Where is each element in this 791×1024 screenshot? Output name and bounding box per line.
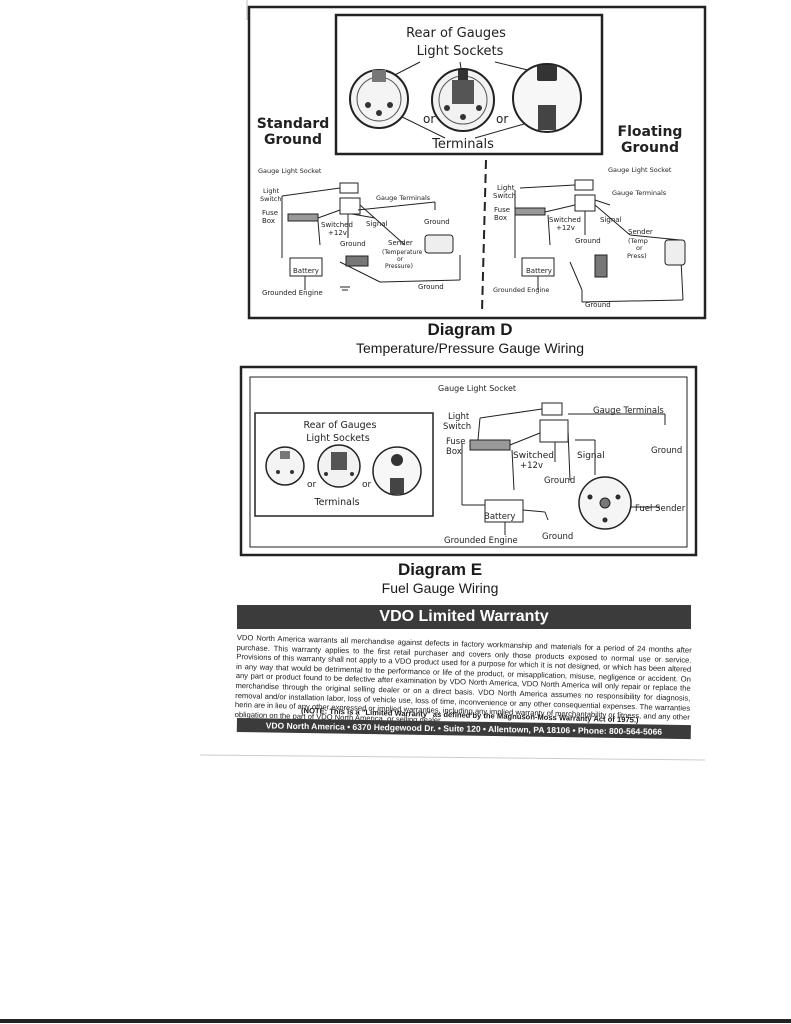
d-right-light-switch-1: Light [497,184,515,192]
d-right-grounded-engine: Grounded Engine [493,286,549,294]
d-left-labels: Gauge Light Socket Light Switch Fuse Box… [258,167,450,297]
e-gauge-3 [372,446,422,496]
d-left-grounded-engine: Grounded Engine [262,289,323,297]
d-left-fuse-box-2: Box [262,217,275,225]
diagram-e: Rear of Gauges Light Sockets or or Termi… [239,365,698,557]
d-gauge-1 [349,69,409,129]
e-gauge-light-socket: Gauge Light Socket [438,384,516,393]
d-or-2: or [496,112,508,126]
d-left-ground-bottom: Ground [418,283,444,291]
e-ground-mid: Ground [544,476,575,486]
e-light-switch-2: Switch [443,422,471,432]
diagram-d-gauge-box [334,13,604,156]
d-left-gauge-terminals: Gauge Terminals [376,194,431,202]
d-left-signal: Signal [366,220,388,228]
e-ground-bottom: Ground [542,532,573,542]
diagram-d-frame [247,5,707,320]
d-left-sender: Sender [388,239,413,247]
diagram-d-title: Diagram D [427,320,513,339]
e-wiring [461,402,666,535]
diagram-d-subtitle: Temperature/Pressure Gauge Wiring [356,340,584,356]
e-terminals: Terminals [313,497,359,508]
d-right-battery: Battery [526,267,552,275]
standard-ground-1: Standard [257,116,330,132]
d-left-gauge-light-socket: Gauge Light Socket [258,167,322,175]
d-gauge-3 [512,63,582,133]
e-gauge-1 [265,446,305,486]
e-light-sockets: Light Sockets [306,433,370,444]
d-right-gauge-terminals: Gauge Terminals [612,189,667,197]
d-right-sender-4: Press) [627,252,647,260]
d-left-light-switch-1: Light [263,187,280,195]
floating-ground-2: Ground [621,140,679,156]
d-gauge-2 [431,68,495,132]
diagram-e-inner-frame [249,376,688,548]
d-right-sender-2: (Temp [628,237,648,245]
diagram-d: Rear of Gauges Light Sockets or or Termi… [247,5,707,320]
d-right-fuse-box-1: Fuse [494,206,510,214]
d-left-sender-3: or [397,256,404,263]
e-grounded-engine: Grounded Engine [444,536,518,546]
d-right-labels: Gauge Light Socket Light Switch Fuse Box… [493,166,672,309]
d-right-ground-mid: Ground [575,237,601,245]
e-light-switch-1: Light [448,412,470,422]
d-left-switched-2: +12v [328,229,347,237]
d-right-wiring [514,179,686,303]
e-labels: Gauge Light Socket Light Switch Fuse Box… [438,384,686,546]
d-right-ground-bottom: Ground [585,301,611,309]
d-left-ground-mid: Ground [340,240,366,248]
d-left-wiring [281,182,461,291]
d-or-1: or [423,112,435,126]
e-signal: Signal [577,451,605,461]
d-right-sender-3: or [636,244,643,252]
d-right-fuse-box-2: Box [494,214,507,222]
floating-ground-1: Floating [618,124,683,140]
e-gauge-2 [317,444,361,488]
d-right-light-switch-2: Switch [493,192,516,200]
diagram-e-frame [239,365,698,557]
e-or-1: or [307,480,317,490]
d-left-switched-1: Switched [321,221,353,229]
d-left-battery: Battery [293,267,319,275]
d-left-sender-2: (Temperature [382,249,423,256]
e-rear-of-gauges: Rear of Gauges [304,420,377,431]
d-terminals: Terminals [431,137,494,152]
d-left-ground-right: Ground [424,218,450,226]
diagram-e-gauge-box [254,412,434,517]
diagram-e-title: Diagram E [397,560,483,579]
standard-ground-2: Ground [264,132,322,148]
e-switched-2: +12v [520,461,543,471]
d-right-switched-2: +12v [556,224,575,232]
e-switched-1: Switched [513,451,554,461]
e-or-2: or [362,480,372,490]
d-left-fuse-box-1: Fuse [262,209,278,217]
e-gauge-terminals: Gauge Terminals [593,406,664,416]
d-light-sockets: Light Sockets [417,44,504,59]
d-left-light-switch-2: Switch [260,195,282,203]
e-fuse-box-2: Box [446,447,462,457]
d-right-signal: Signal [600,216,622,224]
e-fuel-sender: Fuel Sender [635,504,686,514]
d-rear-of-gauges: Rear of Gauges [406,26,506,41]
d-left-sender-4: Pressure) [385,263,413,270]
d-right-sender: Sender [628,228,653,236]
d-right-switched-1: Switched [549,216,581,224]
e-ground-right: Ground [651,446,682,456]
warranty-heading: VDO Limited Warranty [237,605,691,629]
diagram-e-subtitle: Fuel Gauge Wiring [381,580,499,596]
d-right-gauge-light-socket: Gauge Light Socket [608,166,672,174]
e-fuse-box-1: Fuse [446,437,465,447]
e-battery: Battery [484,512,515,522]
